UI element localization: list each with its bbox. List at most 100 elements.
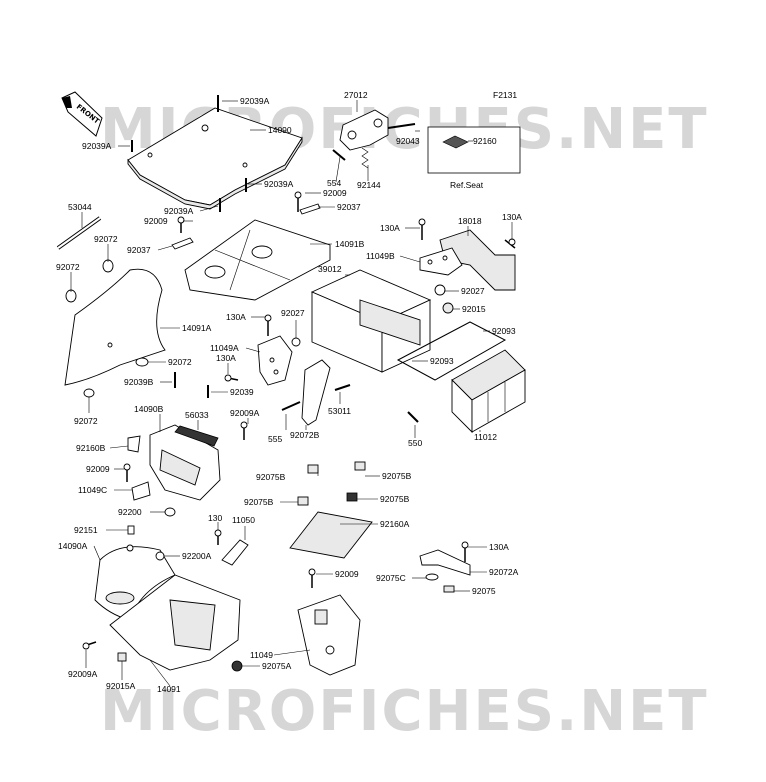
bolt-130	[214, 529, 222, 545]
label-92075: 92075	[472, 586, 496, 596]
rod-53044	[56, 216, 102, 250]
label-130: 130	[208, 513, 222, 523]
label-14091B: 14091B	[335, 239, 365, 249]
battery-case-39012	[310, 269, 432, 373]
bar-56033	[174, 425, 219, 447]
label-130A-d: 130A	[216, 353, 236, 363]
pad-92075B-c	[297, 496, 309, 506]
label-14091A: 14091A	[182, 323, 212, 333]
rod-53011	[334, 384, 351, 391]
label-92039: 92039	[230, 387, 254, 397]
label-92039A-c: 92039A	[264, 179, 294, 189]
label-92039A-b: 92039A	[82, 141, 112, 151]
label-92027-a: 92027	[461, 286, 485, 296]
label-92093-a: 92093	[492, 326, 516, 336]
bracket-11049A	[257, 335, 293, 386]
label-555: 555	[268, 434, 282, 444]
spacer-92037-a	[299, 203, 321, 215]
cap-92160B	[127, 435, 141, 453]
label-14090A: 14090A	[58, 541, 88, 551]
label-92015: 92015	[462, 304, 486, 314]
bolt-130A-a	[418, 218, 426, 240]
label-92160: 92160	[473, 136, 497, 146]
bracket-92072A	[419, 549, 471, 576]
spring-92144-icon	[361, 147, 369, 169]
label-92093-b: 92093	[430, 356, 454, 366]
bracket-11049C	[131, 481, 151, 501]
seat-board-14090	[127, 107, 303, 210]
bracket-11049	[297, 594, 361, 676]
stud-92151	[127, 525, 135, 535]
label-53011: 53011	[328, 406, 351, 416]
label-92075A: 92075A	[262, 661, 292, 671]
label-11049: 11049	[250, 650, 273, 660]
nut-92015	[442, 302, 454, 314]
label-92072B: 92072B	[290, 430, 320, 440]
pin-555	[281, 401, 301, 411]
label-92043: 92043	[396, 136, 420, 146]
label-92072-c: 92072	[168, 357, 192, 367]
label-11012: 11012	[474, 432, 497, 442]
nut-92027-a	[434, 284, 446, 296]
ref-seat-box	[427, 126, 521, 174]
label-92072-a: 92072	[94, 234, 118, 244]
label-11049C: 11049C	[78, 485, 107, 495]
label-11049B: 11049B	[366, 251, 395, 261]
seal-92093	[396, 321, 507, 381]
bolt-92009-b	[177, 216, 185, 233]
bolt-92009A-a	[240, 421, 248, 440]
bolt-92009-a	[294, 191, 302, 212]
callout-labels: 92039A 14090 92039A 92039A 92039A 27012 …	[56, 90, 522, 694]
label-18018: 18018	[458, 216, 482, 226]
label-92039A-a: 92039A	[240, 96, 270, 106]
label-92009A-b: 92009A	[68, 669, 98, 679]
label-554: 554	[327, 178, 341, 188]
pad-92075B-b	[354, 461, 366, 471]
label-39012: 39012	[318, 264, 342, 274]
label-11049A: 11049A	[210, 343, 239, 353]
label-92039B: 92039B	[124, 377, 154, 387]
label-92075B-c: 92075B	[244, 497, 274, 507]
cover-14090B	[149, 424, 221, 501]
label-92072-b: 92072	[56, 262, 80, 272]
label-27012: 27012	[344, 90, 368, 100]
label-92037-b: 92037	[127, 245, 151, 255]
label-92009-d: 92009	[335, 569, 359, 579]
label-550: 550	[408, 438, 422, 448]
bolt-92009-d	[308, 568, 316, 588]
leader-lines	[70, 100, 513, 687]
label-56033: 56033	[185, 410, 209, 420]
label-92009-b: 92009	[144, 216, 168, 226]
label-92037-a: 92037	[337, 202, 361, 212]
front-arrow-icon: FRONT	[61, 91, 103, 137]
pad-92075B-a	[307, 464, 319, 474]
pad-92160A	[289, 511, 373, 559]
pin-554	[332, 149, 346, 161]
label-130A-e: 130A	[489, 542, 509, 552]
pad-92075C	[425, 573, 439, 581]
plate-11049B	[419, 247, 463, 276]
pad-92075	[443, 585, 455, 593]
grommet-92200A	[155, 551, 165, 561]
label-92027-b: 92027	[281, 308, 305, 318]
bolt-92009-c	[123, 463, 131, 482]
label-130A-a: 130A	[380, 223, 400, 233]
grommet-92075A	[231, 660, 243, 672]
label-ref-seat: Ref.Seat	[450, 180, 484, 190]
label-92009-a: 92009	[323, 188, 347, 198]
label-92039A-d: 92039A	[164, 206, 194, 216]
bolt-130A-b	[504, 238, 516, 249]
label-92151: 92151	[74, 525, 98, 535]
label-92072-d: 92072	[74, 416, 98, 426]
label-14090: 14090	[268, 125, 292, 135]
pin-550	[407, 411, 419, 423]
hinge-27012	[339, 109, 416, 151]
label-11050: 11050	[232, 515, 255, 525]
lower-cover-14090A	[94, 544, 176, 621]
label-14091: 14091	[157, 684, 181, 694]
label-130A-b: 130A	[502, 212, 522, 222]
label-130A-c: 130A	[226, 312, 246, 322]
label-92200: 92200	[118, 507, 142, 517]
strap-92072B	[301, 359, 331, 426]
